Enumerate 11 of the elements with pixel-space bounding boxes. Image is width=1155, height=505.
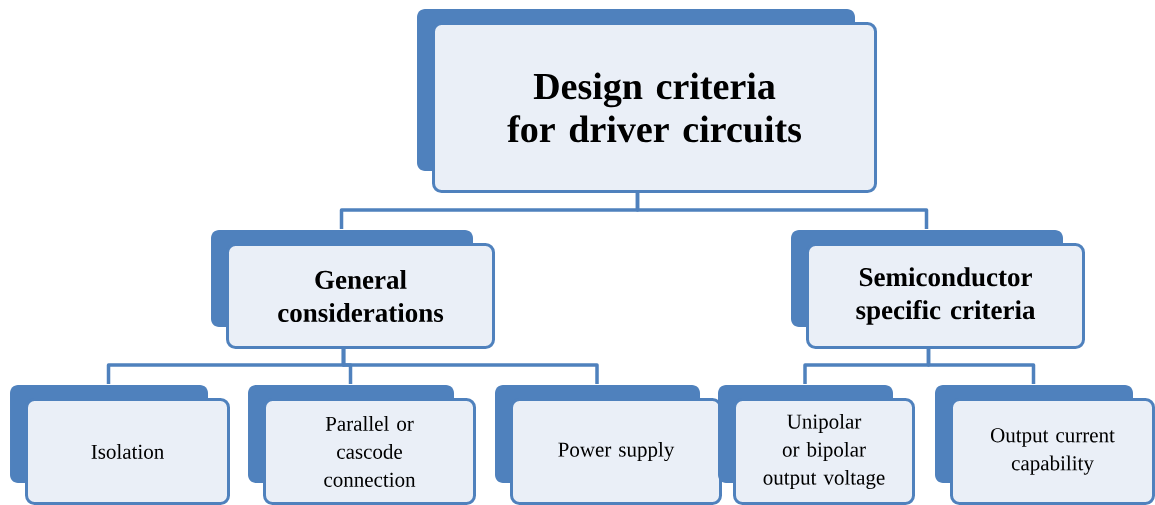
stacked-box: Unipolar or bipolar output voltage: [718, 385, 915, 505]
stacked-box: Output current capability: [935, 385, 1155, 505]
stacked-box: Design criteria for driver circuits: [417, 9, 877, 193]
stacked-box: Power supply: [495, 385, 722, 505]
connector-line: [635, 193, 929, 229]
connector-line: [926, 349, 1036, 384]
stacked-box: Isolation: [10, 385, 230, 505]
stacked-box: Semiconductor specific criteria: [791, 230, 1085, 349]
stacked-box: Parallel or cascode connection: [248, 385, 476, 505]
stacked-box: General considerations: [211, 230, 495, 349]
connector-line: [341, 349, 599, 384]
